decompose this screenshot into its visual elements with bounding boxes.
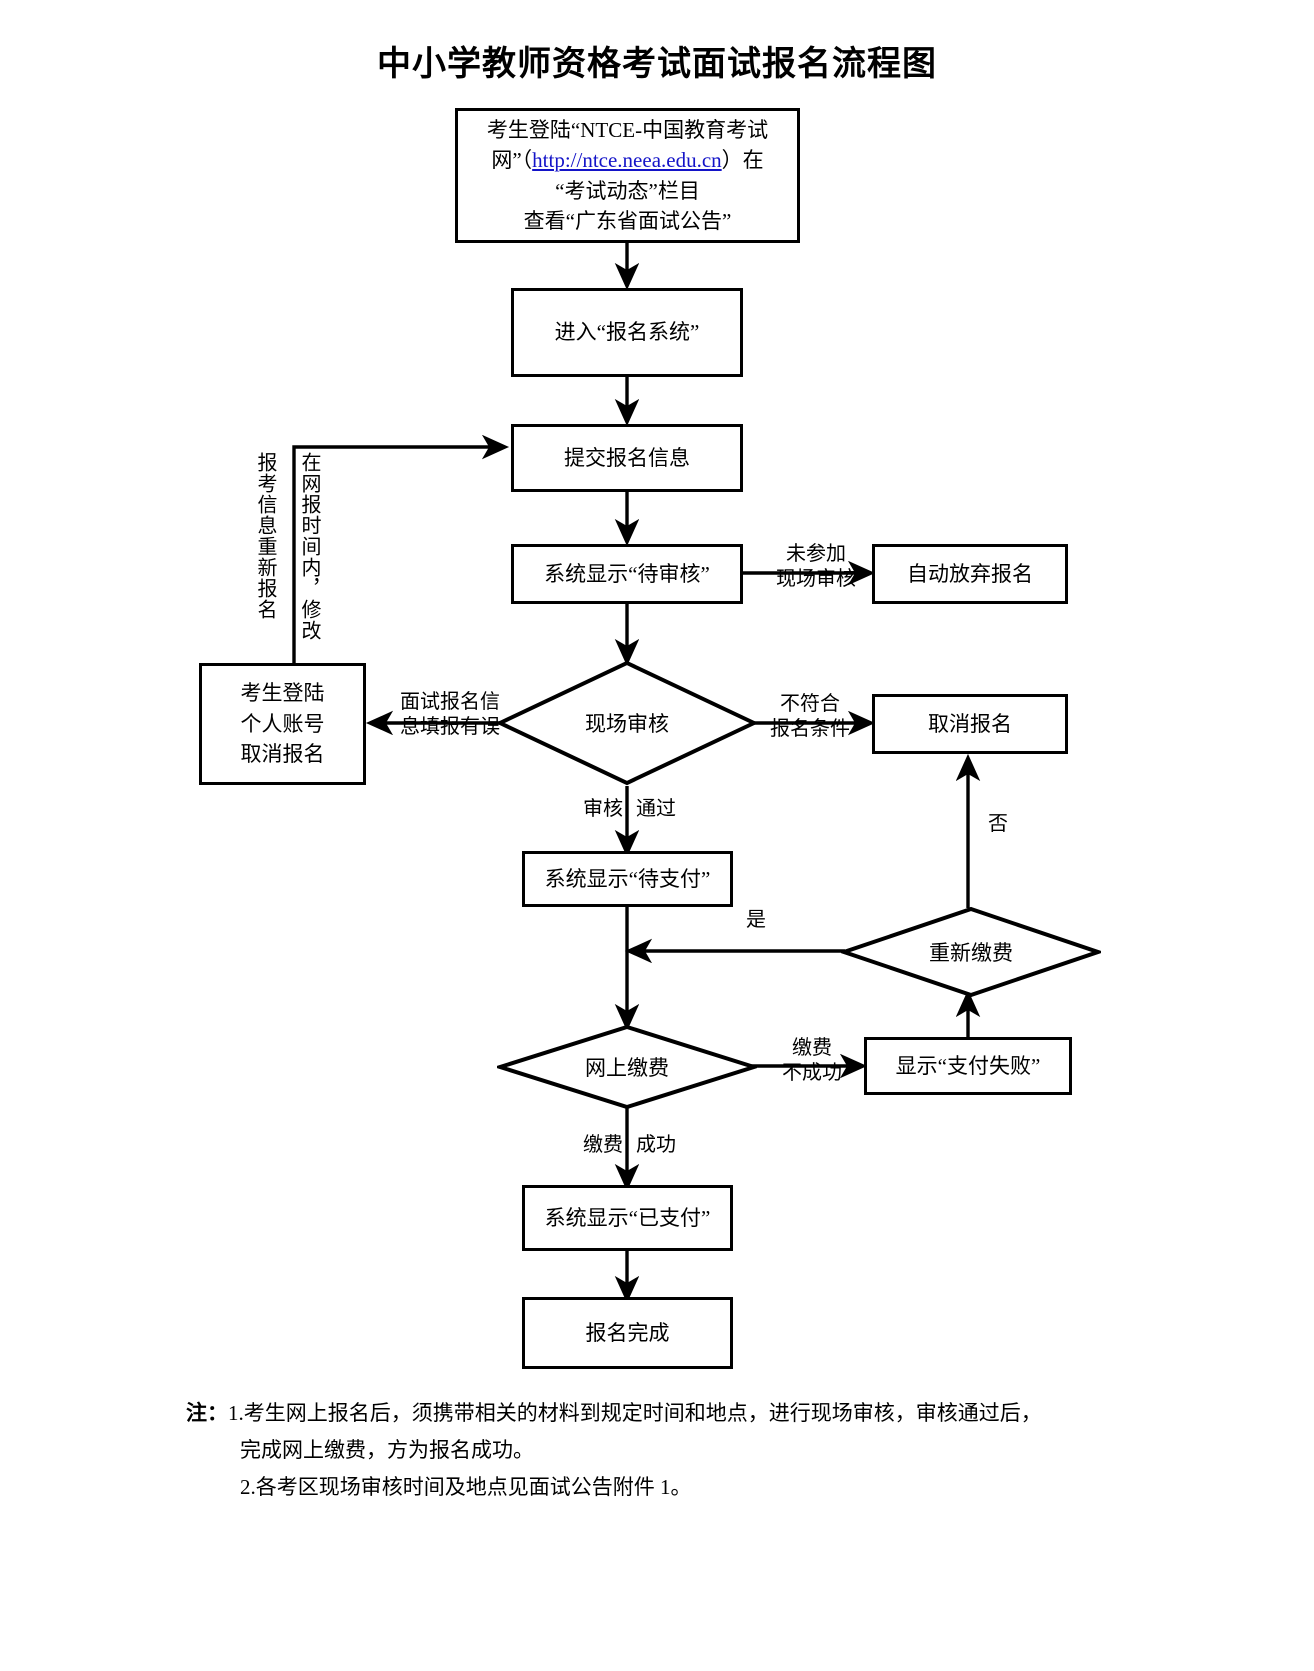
node-start: 考生登陆“NTCE-中国教育考试 网”（http://ntce.neea.edu… [455,108,800,243]
edge-label-not-qualified: 不符合 报名条件 [770,693,850,740]
notes-block: 注：1.考生网上报名后，须携带相关的材料到规定时间和地点，进行现场审核，审核通过… [186,1395,1186,1505]
start-line-1: 考生登陆“NTCE-中国教育考试 [486,117,769,142]
edge-label-pay-fee: 缴费 [583,1134,623,1156]
node-status-pending-payment: 系统显示“待支付” [522,851,733,907]
node-payment-failed: 显示“支付失败” [864,1037,1072,1095]
page-title: 中小学教师资格考试面试报名流程图 [377,46,937,83]
online-payment-label: 网上缴费 [585,1056,669,1080]
edge-label-review: 审核 [583,798,623,820]
start-line-2: 网”（http://ntce.neea.edu.cn）在 [491,145,763,175]
onsite-review-label: 现场审核 [585,712,669,736]
note-line-2: 完成网上缴费，方为报名成功。 [240,1437,534,1462]
node-cancel-registration: 取消报名 [872,694,1068,754]
node-auto-abandon: 自动放弃报名 [872,544,1068,604]
node-submit-info: 提交报名信息 [511,424,743,492]
edge-label-pay-fail: 缴费 不成功 [782,1037,842,1084]
edge-label-info-error: 面试报名信 息填报有误 [400,691,500,738]
edge-label-repay-yes: 是 [746,909,766,931]
edge-label-repay-no: 否 [988,813,1008,835]
edge-label-not-attend-onsite: 未参加 现场审核 [776,543,856,590]
node-enter-system: 进入“报名系统” [511,288,743,377]
node-cancel-registration-self: 考生登陆 个人账号 取消报名 [199,663,366,785]
start-line-2-suffix: ）在 [721,148,764,173]
node-status-pending-review: 系统显示“待审核” [511,544,743,604]
note-head: 注： [186,1401,228,1425]
start-line-4: 查看“广东省面试公告” [523,208,732,233]
vertical-label-modify-in-time: 在网报时间内，修改 [298,452,320,641]
node-status-paid: 系统显示“已支付” [522,1185,733,1251]
ntce-website-link[interactable]: http://ntce.neea.edu.cn [532,148,722,173]
note-line-3: 2.各考区现场审核时间及地点见面试公告附件 1。 [240,1474,692,1499]
note-1-number: 1. [228,1401,244,1425]
note-1-text: 考生网上报名后，须携带相关的材料到规定时间和地点，进行现场审核，审核通过后， [243,1401,1042,1425]
node-onsite-review: 现场审核 [497,660,757,786]
edge-label-pay-success: 成功 [636,1134,676,1156]
repay-label: 重新缴费 [929,941,1013,965]
edge-label-pass: 通过 [636,798,676,820]
node-repay: 重新缴费 [841,906,1101,998]
node-online-payment: 网上缴费 [497,1024,757,1110]
start-line-3: “考试动态”栏目 [555,178,700,203]
node-registration-done: 报名完成 [522,1297,733,1369]
vertical-label-reapply: 报考信息重新报名 [254,452,276,620]
start-line-2-prefix: 网”（ [491,148,533,173]
note-line-1: 注：1.考生网上报名后，须携带相关的材料到规定时间和地点，进行现场审核，审核通过… [186,1395,1186,1432]
